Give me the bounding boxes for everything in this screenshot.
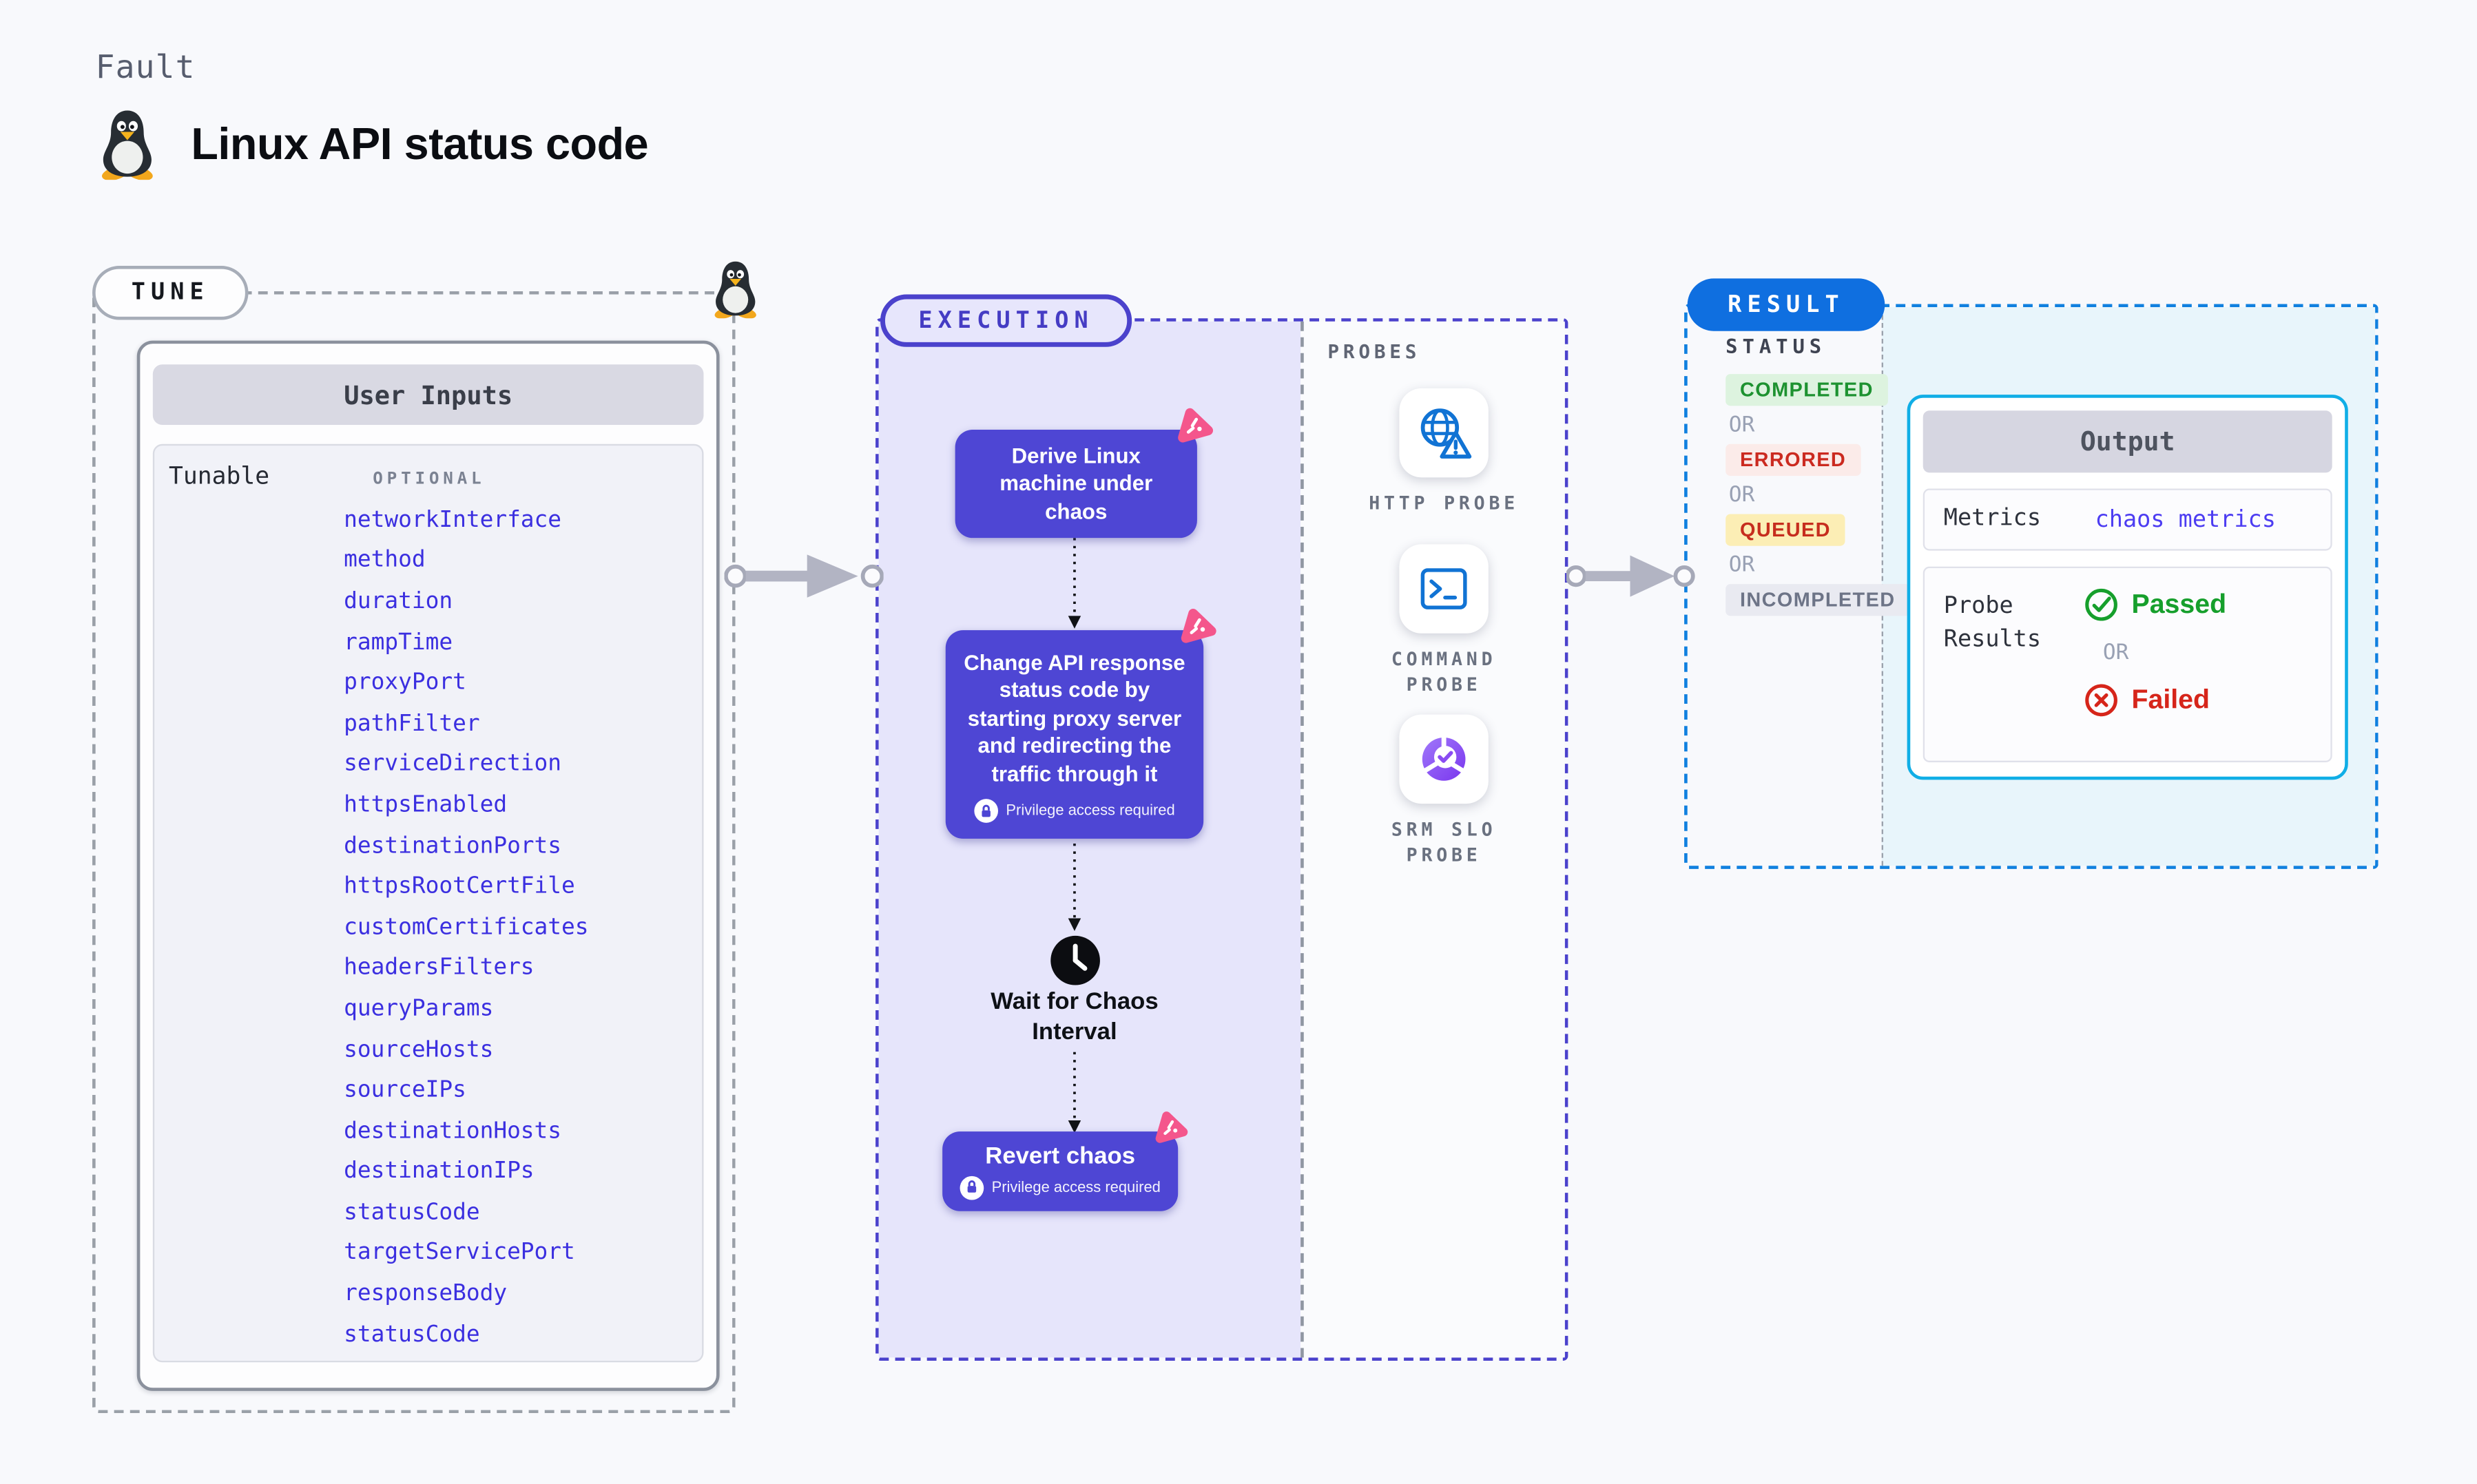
chaos-badge-icon (1178, 608, 1219, 646)
optional-category-label: OPTIONAL (373, 469, 486, 489)
wait-interval-label: Wait for Chaos Interval (991, 988, 1159, 1045)
status-badge-incompleted: INCOMPLETED (1725, 584, 1910, 616)
tunable-param-link[interactable]: proxyPort (344, 670, 466, 696)
metrics-label: Metrics (1943, 505, 2042, 532)
probe-http-card (1399, 388, 1489, 478)
status-badge-completed: COMPLETED (1725, 374, 1888, 406)
connector-arrow-icon (1068, 1052, 1081, 1133)
tunable-param-link[interactable]: statusCode (344, 1200, 480, 1226)
tunable-param-link[interactable]: networkInterface (344, 507, 562, 533)
tunable-group-label: Tunable (168, 461, 270, 490)
or-label: OR (1728, 552, 1755, 578)
tunable-param-link[interactable]: sourceIPs (344, 1077, 466, 1103)
probe-command-label: COMMAND PROBE (1391, 647, 1497, 695)
tunable-param-link[interactable]: customCertificates (344, 915, 589, 941)
user-inputs-card: User Inputs Tunable OPTIONAL networkInte… (136, 340, 720, 1391)
status-badge-queued: QUEUED (1725, 514, 1845, 546)
check-circle-icon (2085, 588, 2117, 621)
chaos-badge-icon (1152, 1111, 1190, 1146)
tunables-list: Tunable OPTIONAL networkInterface method… (152, 443, 704, 1363)
chaos-badge-icon (1175, 408, 1216, 446)
page-title: Linux API status code (191, 118, 649, 168)
execution-pill: EXECUTION (880, 294, 1132, 347)
connector-arrow-icon (1068, 843, 1081, 931)
probe-results-label: Probe Results (1943, 594, 2042, 653)
probe-http-label: HTTP PROBE (1369, 492, 1520, 514)
probe-srm-slo: SRM SLO PROBE (1325, 714, 1564, 868)
probe-http: HTTP PROBE (1325, 388, 1564, 516)
arrow-right-icon (725, 547, 884, 605)
step-revert-chaos-label: Revert chaos (985, 1142, 1136, 1171)
tunable-param-link[interactable]: statusCode (344, 1321, 480, 1348)
step-revert-chaos: Revert chaos Privilege access required (942, 1131, 1178, 1211)
lock-icon (974, 799, 998, 824)
chaos-metrics-link[interactable]: chaos metrics (2095, 507, 2276, 533)
output-header: Output (1922, 410, 2332, 473)
privilege-note: Privilege access required (991, 1178, 1161, 1197)
tunable-param-link[interactable]: queryParams (344, 996, 494, 1022)
clock-icon (1050, 935, 1100, 985)
status-badge-errored: ERRORED (1725, 443, 1861, 477)
status-label: STATUS (1725, 334, 1827, 358)
tux-icon (100, 110, 154, 180)
tunable-param-link[interactable]: destinationIPs (344, 1159, 535, 1185)
probe-results-row: Probe Results Passed OR Failed (1922, 566, 2332, 762)
x-circle-icon (2085, 684, 2117, 717)
user-inputs-header: User Inputs (152, 364, 704, 426)
probes-panel (1300, 321, 1565, 1358)
terminal-icon (1420, 568, 1467, 609)
or-label: OR (1728, 482, 1755, 508)
probes-divider (1300, 321, 1304, 1358)
result-pill: RESULT (1687, 278, 1885, 331)
tunable-param-link[interactable]: serviceDirection (344, 751, 562, 777)
tunable-param-link[interactable]: httpsEnabled (344, 792, 508, 818)
tux-icon (713, 261, 758, 319)
tunable-param-link[interactable]: headersFilters (344, 955, 535, 981)
probe-srm-slo-label: SRM SLO PROBE (1391, 817, 1497, 866)
failed-label: Failed (2131, 684, 2210, 715)
tune-pill: TUNE (92, 265, 249, 320)
tunable-param-link[interactable]: targetServicePort (344, 1240, 575, 1266)
or-label: OR (1728, 412, 1755, 438)
privilege-note: Privilege access required (1006, 802, 1175, 821)
or-label: OR (2102, 640, 2129, 666)
probe-command-card (1399, 544, 1489, 634)
tunable-param-link[interactable]: method (344, 547, 426, 574)
tunable-param-link[interactable]: duration (344, 589, 453, 615)
metrics-row: Metrics chaos metrics (1922, 488, 2332, 551)
globe-alert-icon (1420, 408, 1472, 459)
output-card: Output Metrics chaos metrics Probe Resul… (1907, 395, 2348, 780)
arrow-right-icon (1566, 555, 1695, 597)
step-change-status-code-label: Change API response status code by start… (964, 650, 1185, 786)
slo-donut-icon (1420, 733, 1467, 781)
step-derive-machine: Derive Linux machine under chaos (955, 430, 1197, 539)
step-derive-machine-label: Derive Linux machine under chaos (999, 443, 1153, 523)
tune-section (92, 291, 736, 1414)
probe-srm-slo-card (1399, 714, 1489, 804)
connector-arrow-icon (1068, 538, 1081, 629)
tunable-param-link[interactable]: rampTime (344, 629, 453, 656)
fault-kicker: Fault (95, 48, 196, 86)
passed-label: Passed (2131, 589, 2227, 619)
tunable-param-link[interactable]: sourceHosts (344, 1036, 494, 1063)
tunable-param-link[interactable]: pathFilter (344, 711, 480, 737)
tunable-param-link[interactable]: destinationPorts (344, 833, 562, 859)
tunable-param-link[interactable]: destinationHosts (344, 1118, 562, 1144)
tunable-param-link[interactable]: responseBody (344, 1281, 508, 1307)
step-change-status-code: Change API response status code by start… (945, 630, 1203, 839)
probe-command: COMMAND PROBE (1325, 544, 1564, 697)
probes-label: PROBES (1327, 340, 1421, 363)
status-list: STATUS COMPLETED OR ERRORED OR QUEUED OR… (1725, 334, 1910, 616)
tunable-param-link[interactable]: httpsRootCertFile (344, 874, 575, 900)
lock-icon (960, 1175, 984, 1200)
